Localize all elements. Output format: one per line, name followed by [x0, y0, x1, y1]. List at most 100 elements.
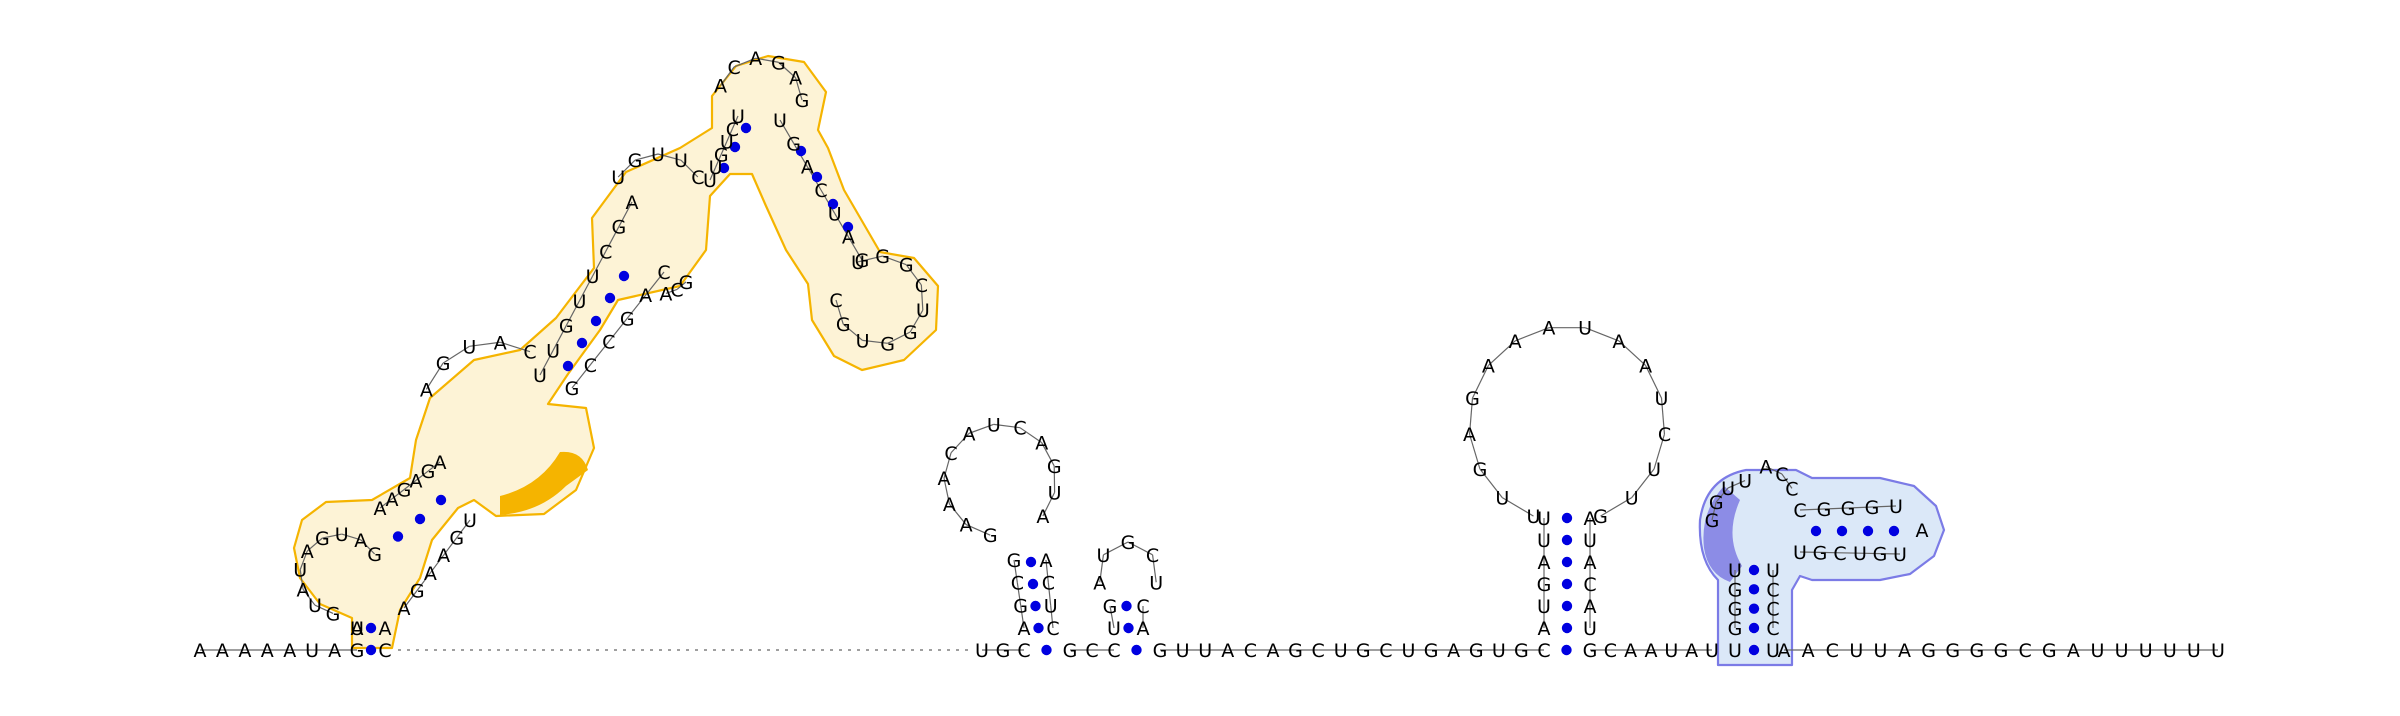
nucleotide: U	[1766, 640, 1780, 662]
backbone-link	[968, 423, 994, 434]
nucleotide: A	[261, 640, 274, 662]
nucleotide: C	[584, 355, 597, 377]
backbone-link	[1823, 507, 1849, 510]
nucleotide: A	[1778, 640, 1791, 662]
base-pair-dot	[1030, 600, 1041, 612]
nucleotide: U	[1728, 560, 1742, 582]
nucleotide: G	[1103, 596, 1118, 618]
backbone-link	[469, 341, 501, 347]
nucleotide: G	[449, 528, 464, 550]
backbone-link	[429, 554, 445, 574]
backbone-link	[676, 281, 687, 290]
nucleotide: A	[1584, 552, 1597, 574]
base-pair-dot	[435, 494, 447, 506]
nucleotide: A	[386, 489, 399, 511]
base-pair-dot	[1027, 578, 1039, 590]
base-pair-dot	[365, 622, 377, 634]
nucleotide: G	[880, 333, 895, 355]
base-pair-dot	[729, 141, 741, 153]
nucleotide: A	[1509, 331, 1522, 353]
nucleotide: U	[463, 510, 477, 532]
nucleotide: U	[1527, 506, 1541, 528]
nucleotide: U	[1721, 478, 1735, 500]
nucleotide: A	[2067, 640, 2080, 662]
backbone-link	[403, 479, 417, 491]
nucleotide: A	[1538, 618, 1551, 640]
nucleotide: U	[651, 144, 665, 166]
nucleotide: G	[397, 480, 412, 502]
nucleotide: U	[674, 150, 688, 172]
nucleotide: A	[434, 452, 447, 474]
backbone-link	[882, 255, 907, 266]
base-pair-dot	[740, 122, 752, 134]
nucleotide: U	[703, 170, 717, 192]
backbone-link	[589, 341, 610, 366]
backbone-link	[680, 159, 699, 178]
nucleotide: U	[308, 595, 322, 617]
nucleotide: U	[335, 524, 349, 546]
nucleotide: U	[731, 106, 745, 128]
nucleotide: A	[1221, 640, 1234, 662]
nucleotide: G	[1970, 640, 1985, 662]
backbone-link	[1653, 434, 1666, 470]
nucleotide: C	[915, 275, 928, 297]
backbone-link	[1600, 497, 1633, 517]
base-pair-dot	[618, 270, 630, 282]
nucleotide: U	[1176, 640, 1190, 662]
backbone-link	[302, 588, 316, 606]
nucleotide: G	[1465, 388, 1480, 410]
base-pair-dot	[795, 145, 807, 157]
nucleotide: C	[1793, 500, 1806, 522]
nucleotide: C	[829, 290, 842, 312]
backbone-link	[1645, 365, 1663, 399]
domain-highlights	[292, 54, 1946, 667]
nucleotide: U	[1889, 496, 1903, 518]
nucleotide: U	[1738, 471, 1752, 493]
nucleotide: U	[987, 414, 1001, 436]
backbone-link	[1711, 501, 1717, 521]
nucleotide: A	[1542, 318, 1555, 340]
backbone-link	[943, 478, 951, 505]
nucleotide: U	[828, 203, 842, 225]
backbone-link	[1041, 442, 1055, 467]
base-pair-dot	[718, 162, 730, 174]
nucleotide: C	[1136, 596, 1149, 618]
backbone-link	[456, 519, 471, 538]
base-pair-dot	[1561, 556, 1573, 568]
backbone-link	[909, 309, 924, 333]
backbone-link	[1727, 480, 1746, 489]
nucleotide: G	[1817, 499, 1832, 521]
base-pair-dot	[1748, 622, 1760, 634]
nucleotide: A	[297, 579, 310, 601]
nucleotide: U	[1402, 640, 1416, 662]
nucleotide: C	[728, 57, 741, 79]
nucleotide: A	[789, 68, 802, 90]
nucleotide: C	[1537, 640, 1550, 662]
backbone	[200, 57, 2218, 651]
base-pair-dot	[1748, 584, 1760, 595]
nucleotide: A	[1040, 550, 1053, 572]
nucleotide: C	[1085, 640, 1098, 662]
backbone-link	[1103, 541, 1129, 556]
nucleotide: U	[572, 291, 586, 313]
backbone-link	[778, 61, 797, 79]
nucleotide: C	[1766, 599, 1779, 621]
nucleotide: C	[944, 443, 957, 465]
nucleotide: U	[350, 618, 364, 640]
nucleotide: A	[351, 618, 364, 640]
backbone-link	[657, 153, 682, 161]
nucleotide: U	[709, 157, 723, 179]
nucleotide: C	[1766, 618, 1779, 640]
backbone-link	[341, 533, 361, 541]
base-pair-dot	[1131, 644, 1142, 656]
nucleotide: G	[1705, 510, 1720, 532]
base-pair-dot	[576, 337, 588, 349]
nucleotide: G	[1709, 492, 1724, 514]
backbone-link	[948, 503, 967, 525]
nucleotide: A	[1137, 618, 1150, 640]
backbone-link	[314, 604, 334, 614]
nucleotide: A	[1035, 433, 1048, 455]
nucleotide: U	[462, 336, 476, 358]
base-pair-dot	[414, 513, 426, 525]
backbone-link	[443, 537, 458, 556]
